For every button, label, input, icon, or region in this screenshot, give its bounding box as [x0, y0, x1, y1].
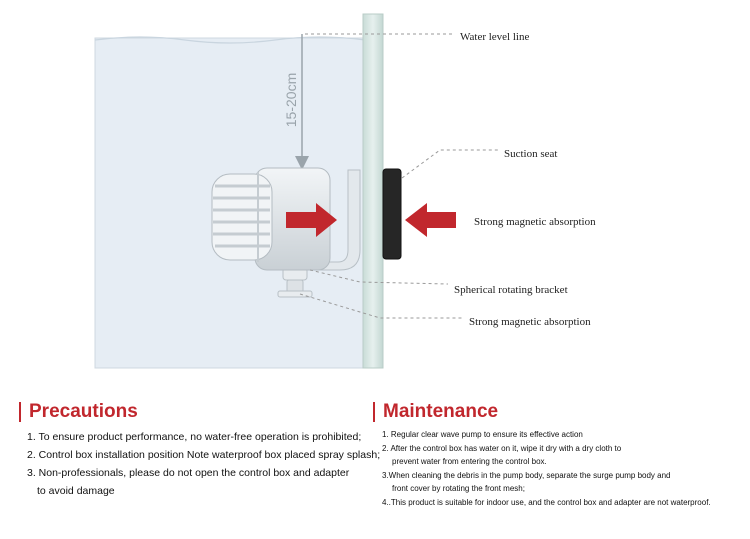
maintenance-item: 4..This product is suitable for indoor u… [382, 497, 711, 507]
callout-spherical-bracket: Spherical rotating bracket [454, 284, 568, 296]
leader-bracket [309, 269, 449, 285]
precaution-item: to avoid damage [37, 485, 115, 497]
maintenance-item: 1. Regular clear wave pump to ensure its… [382, 430, 583, 439]
callout-magnetic-absorption-bottom: Strong magnetic absorption [469, 316, 591, 328]
diagram-illustration: 15-20cm [94, 13, 498, 369]
maintenance-list: 1. Regular clear wave pump to ensure its… [382, 428, 711, 509]
glass-wall [362, 13, 384, 369]
maintenance-item: 2. After the control box has water on it… [382, 443, 622, 453]
installation-diagram: 15-20cm Water level line Suction seat St… [94, 13, 596, 369]
distance-label: 15-20cm [283, 73, 299, 127]
water-surface [94, 36, 366, 44]
arrow-left [405, 203, 456, 237]
precautions-list: 1. To ensure product performance, no wat… [27, 428, 380, 500]
callout-magnetic-absorption-top: Strong magnetic absorption [474, 216, 596, 228]
pump-body [211, 167, 331, 271]
callout-suction-seat: Suction seat [504, 148, 558, 160]
arrow-right [286, 203, 337, 237]
leader-magnetic-bottom [299, 293, 462, 319]
maintenance-item: prevent water from entering the control … [392, 457, 547, 466]
maintenance-title: Maintenance [373, 402, 498, 422]
magnet-block [382, 168, 402, 260]
precaution-item: 1. To ensure product performance, no wat… [27, 431, 362, 443]
distance-arrowhead [295, 156, 309, 170]
precaution-item: 3. Non-professionals, please do not open… [27, 467, 350, 479]
maintenance-item: front cover by rotating the front mesh; [392, 484, 525, 493]
precautions-title: Precautions [19, 402, 138, 422]
leader-suction-seat [401, 149, 498, 179]
maintenance-item: 3.When cleaning the debris in the pump b… [382, 470, 671, 480]
precaution-item: 2. Control box installation position Not… [27, 449, 381, 461]
callout-water-level: Water level line [460, 31, 530, 43]
